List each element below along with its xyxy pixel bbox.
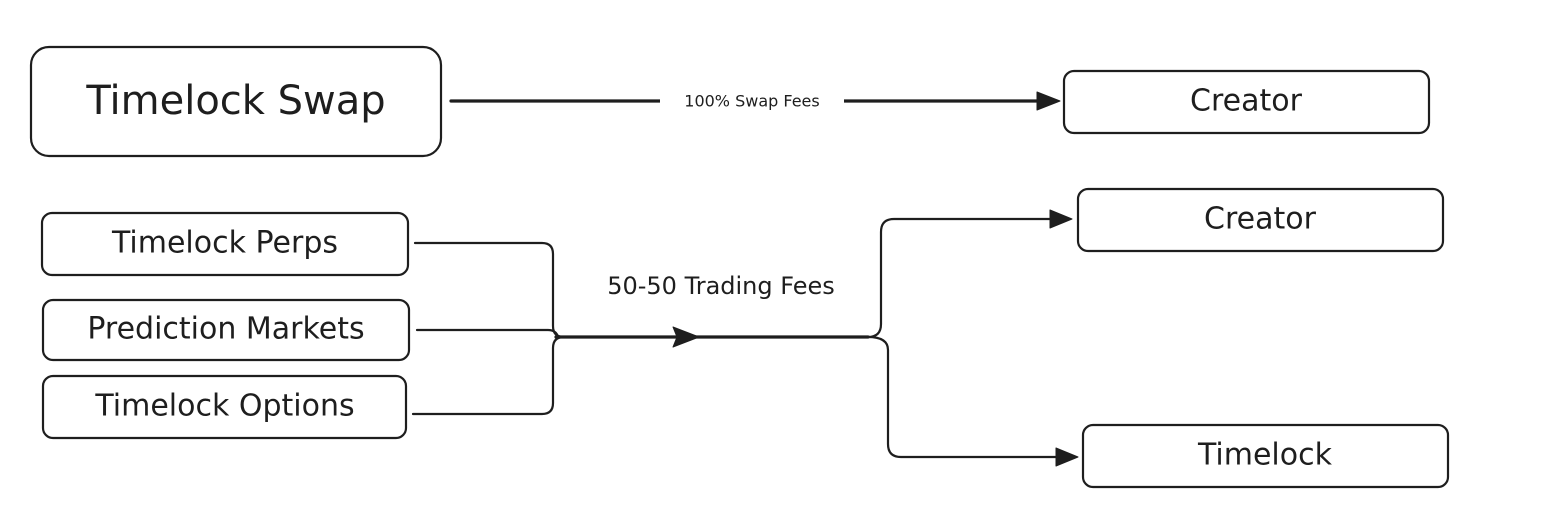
- swap-fee-edge: 100% Swap Fees: [449, 88, 1061, 114]
- timelock-perps-label: Timelock Perps: [111, 226, 338, 261]
- timelock-options-node[interactable]: Timelock Options: [41, 374, 408, 440]
- timelock-swap-label: Timelock Swap: [85, 78, 385, 124]
- swap-fees-label: 100% Swap Fees: [684, 92, 819, 111]
- timelock-swap-node[interactable]: Timelock Swap: [29, 45, 443, 158]
- timelock-label: Timelock: [1197, 438, 1333, 473]
- creator-swap-label: Creator: [1190, 84, 1303, 119]
- trading-fees-label: 50-50 Trading Fees: [607, 272, 835, 300]
- timelock-perps-node[interactable]: Timelock Perps: [40, 211, 410, 277]
- timelock-node[interactable]: Timelock: [1081, 423, 1450, 489]
- trading-fee-edges: 50-50 Trading Fees: [411, 209, 1079, 467]
- creator-swap-node[interactable]: Creator: [1062, 69, 1431, 135]
- creator-trading-label: Creator: [1204, 202, 1317, 237]
- timelock-options-label: Timelock Options: [94, 389, 354, 424]
- prediction-markets-label: Prediction Markets: [87, 312, 364, 347]
- prediction-markets-node[interactable]: Prediction Markets: [41, 298, 411, 362]
- creator-trading-node[interactable]: Creator: [1076, 187, 1445, 253]
